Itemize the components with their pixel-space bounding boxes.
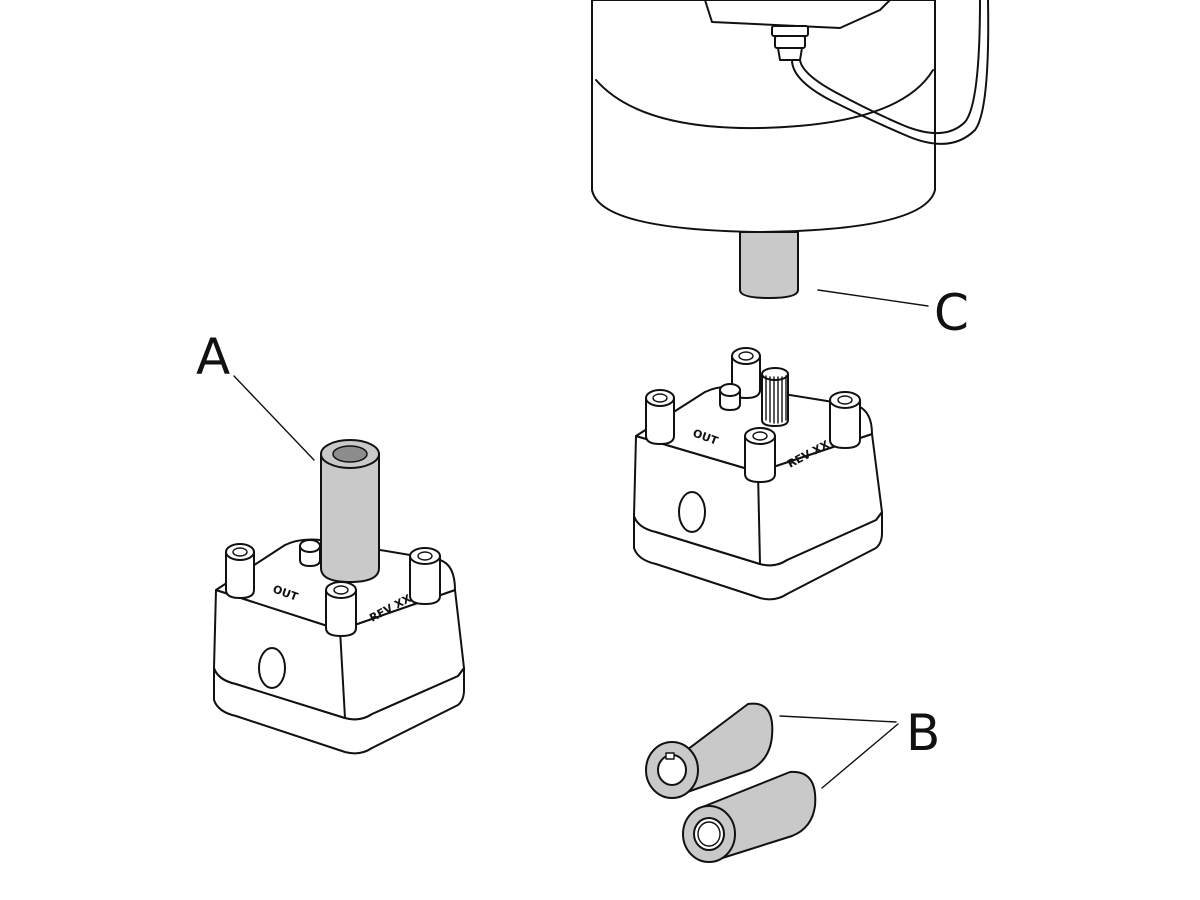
motor-shaft — [739, 231, 799, 299]
gearbox-right-edge — [757, 471, 761, 565]
coupler-b-keyway — [665, 752, 675, 760]
callout-c-label: C — [934, 284, 969, 342]
callout-b-leader-2 — [821, 723, 899, 789]
gearbox-left-edge — [339, 629, 346, 719]
coupler-a-bore — [332, 445, 368, 463]
callout-b-label: B — [906, 704, 940, 762]
gearbox-left: OUT REV XX — [213, 439, 465, 755]
callout-b: B — [779, 704, 940, 789]
motor-bracket — [704, 0, 891, 29]
motor-seam — [595, 69, 934, 130]
callout-c-leader — [817, 289, 929, 307]
gearbox-left-port — [258, 647, 286, 689]
gearbox-right-post-2 — [829, 391, 861, 449]
motor-cable — [791, 0, 990, 145]
cable-gland — [771, 25, 809, 61]
motor-assembly — [591, 0, 990, 299]
callout-a: A — [196, 328, 315, 461]
gearbox-right-port — [678, 491, 706, 533]
coupler-b-keyed — [645, 702, 774, 799]
coupler-b-splines — [697, 821, 721, 847]
gearbox-left-post-4 — [299, 539, 321, 567]
coupler-a — [320, 453, 380, 583]
gearbox-right: OUT REV XX — [633, 347, 883, 601]
gearbox-right-post-3 — [744, 427, 776, 483]
callout-a-label: A — [196, 328, 230, 386]
gearbox-right-post-5 — [719, 383, 741, 411]
gearbox-right-post-1 — [645, 389, 675, 445]
splined-shaft — [761, 367, 789, 427]
motor-cable-edge — [799, 0, 981, 135]
callout-c: C — [817, 284, 969, 342]
gearbox-left-post-2 — [409, 547, 441, 605]
callout-b-leader-1 — [779, 715, 897, 723]
callout-a-leader — [233, 375, 315, 461]
gearbox-left-post-3 — [325, 581, 357, 637]
coupler-b-splined — [682, 770, 817, 863]
gearbox-left-post-1 — [225, 543, 255, 599]
